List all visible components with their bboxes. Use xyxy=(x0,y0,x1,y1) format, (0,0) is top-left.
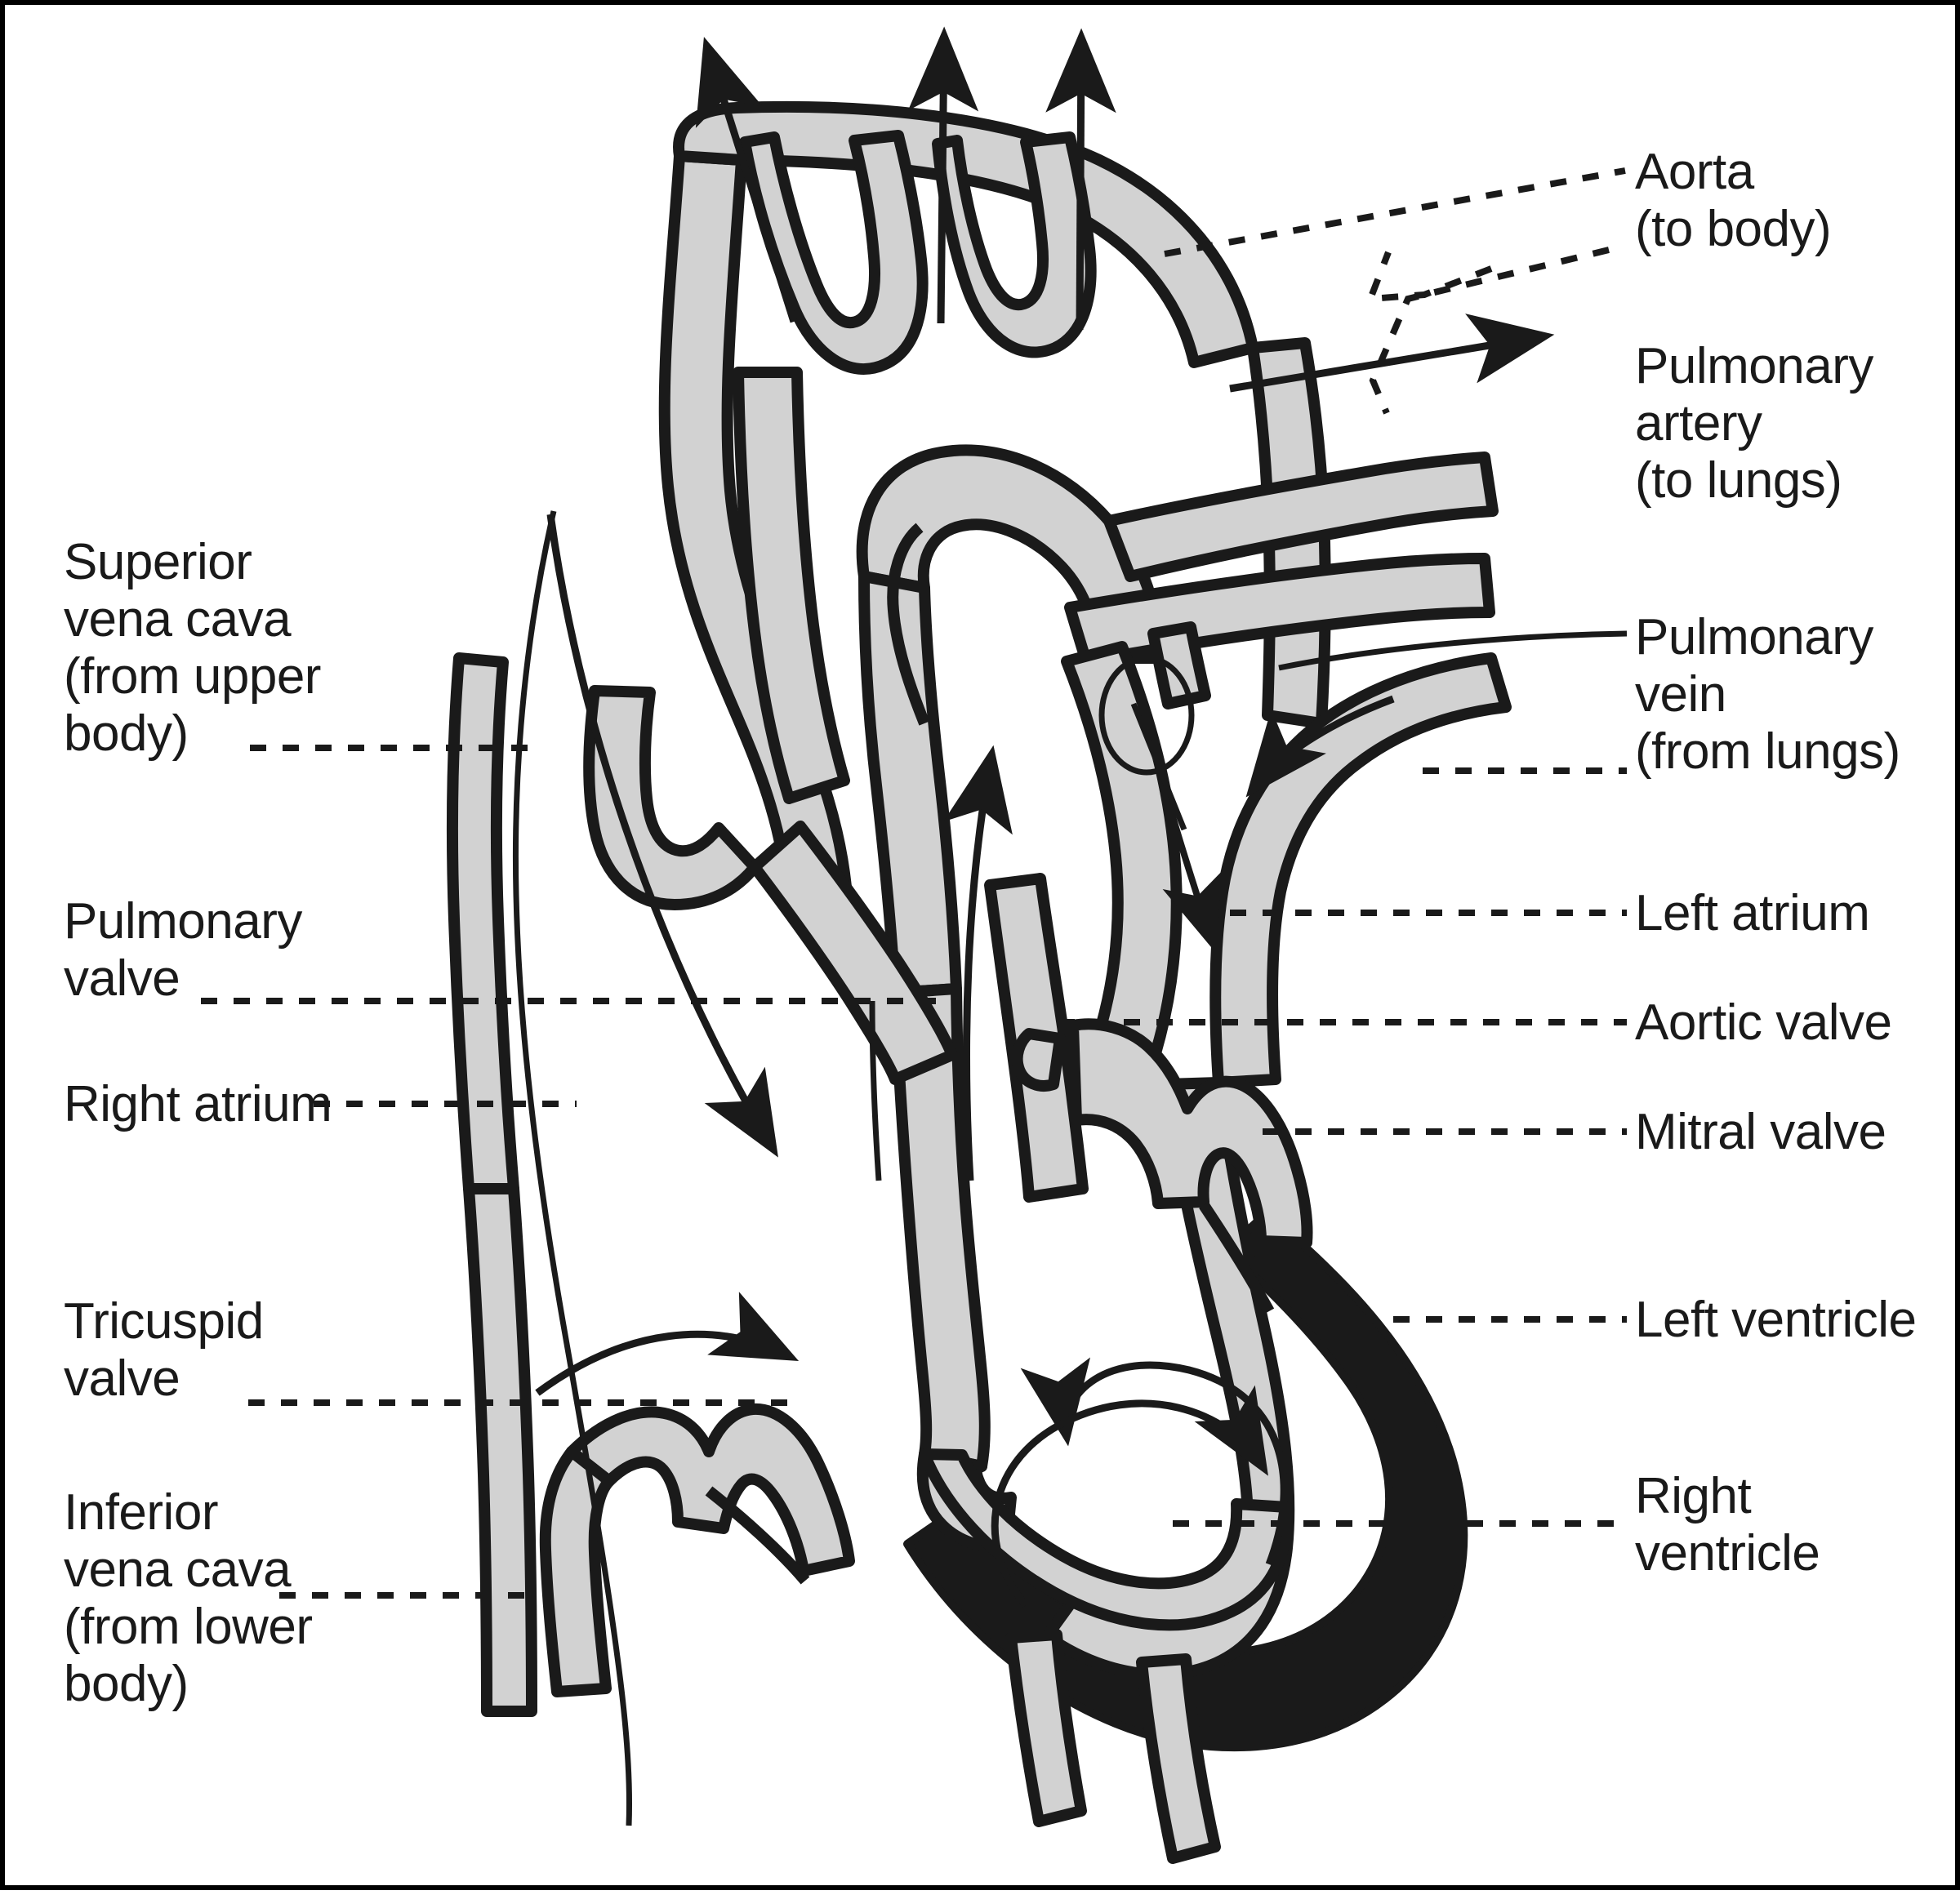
label-right-ventricle: Right ventricle xyxy=(1635,1468,1820,1581)
fossa-ovalis-ellipse xyxy=(1098,655,1195,776)
fossa-pointer-line xyxy=(1130,702,1187,831)
label-pulmonary-vein: Pulmonary vein (from lungs) xyxy=(1635,609,1900,780)
aorta-branch-arrow-3 xyxy=(1045,28,1116,331)
label-left-ventricle: Left ventricle xyxy=(1635,1292,1917,1348)
label-pulmonary-valve: Pulmonary valve xyxy=(64,893,302,1007)
pulmonary-trunk-inner-wall xyxy=(887,523,930,726)
pulmonary-trunk-upflow-arrow xyxy=(942,745,1013,1181)
ivc-inflow-arrow xyxy=(535,1292,800,1396)
vessel-group xyxy=(447,100,1512,1864)
aortic-valve-cusp xyxy=(1011,1028,1066,1092)
label-mitral-valve: Mitral valve xyxy=(1635,1104,1886,1160)
label-right-atrium: Right atrium xyxy=(64,1076,332,1132)
right-ventricle-myocardium xyxy=(903,1209,1468,1752)
label-aortic-valve: Aortic valve xyxy=(1635,994,1892,1051)
descending-vessel-right xyxy=(1136,1653,1221,1864)
leader-pulmonary-vein-solid xyxy=(1278,630,1628,671)
left-ventricle-circulation-arrow xyxy=(991,1385,1268,1608)
right-atrium-inflow-channel xyxy=(749,821,958,1085)
aorta-branch-arrow-1 xyxy=(695,37,798,323)
ventricle-inner-outline xyxy=(869,1000,882,1181)
oval-fossa-marker xyxy=(1098,655,1195,831)
superior-vena-cava-vessel xyxy=(447,652,519,1194)
left-atrium-downflow-arrow xyxy=(1155,763,1223,952)
pulmonary-vein-inflow-arrow xyxy=(1245,695,1395,798)
right-ventricle-circulation-arrow xyxy=(1020,1357,1288,1566)
leader-pulmonary-artery xyxy=(1365,251,1493,303)
mitral-valve-leaflets xyxy=(1067,1018,1313,1248)
left-common-carotid-branch xyxy=(932,131,1097,358)
label-inferior-vena-cava: Inferior vena cava (from lower body) xyxy=(64,1484,313,1712)
svc-inflow-arrow xyxy=(546,514,778,1158)
right-pulmonary-artery-upper xyxy=(1103,452,1499,582)
inferior-vena-cava-vessel xyxy=(463,1183,537,1717)
pulmonary-artery-connector xyxy=(1147,621,1211,710)
label-tricuspid-valve: Tricuspid valve xyxy=(64,1293,264,1407)
left-ventricle-inner-lining xyxy=(919,1448,1294,1631)
aorta-branch-arrow-2 xyxy=(907,26,979,324)
leader-aorta xyxy=(1164,167,1626,257)
pulmonary-artery-arrow xyxy=(1229,314,1555,393)
label-pulmonary-artery: Pulmonary artery (to lungs) xyxy=(1635,338,1873,509)
leader-line-group xyxy=(201,167,1627,1599)
tricuspid-chordae xyxy=(705,1486,810,1585)
label-left-atrium: Left atrium xyxy=(1635,885,1870,941)
left-atrium-wall xyxy=(1061,641,1183,1072)
flow-arrow-group xyxy=(535,26,1555,1608)
heart-anatomy-svg xyxy=(201,26,1628,1864)
leader-pulmonary-artery-seg xyxy=(1369,247,1610,415)
pericardium-left-curve xyxy=(512,510,632,1826)
mitral-chordae xyxy=(1199,1202,1275,1314)
aortic-arch-top xyxy=(673,100,1258,368)
superior-vena-cava-heart-entry xyxy=(733,367,850,804)
ventricle-apex-band xyxy=(539,1446,615,1697)
descending-vessel-left xyxy=(1005,1629,1087,1827)
label-superior-vena-cava: Superior vena cava (from upper body) xyxy=(64,534,321,762)
brachiocephalic-branch xyxy=(739,130,929,375)
label-aorta: Aorta (to body) xyxy=(1635,144,1832,257)
